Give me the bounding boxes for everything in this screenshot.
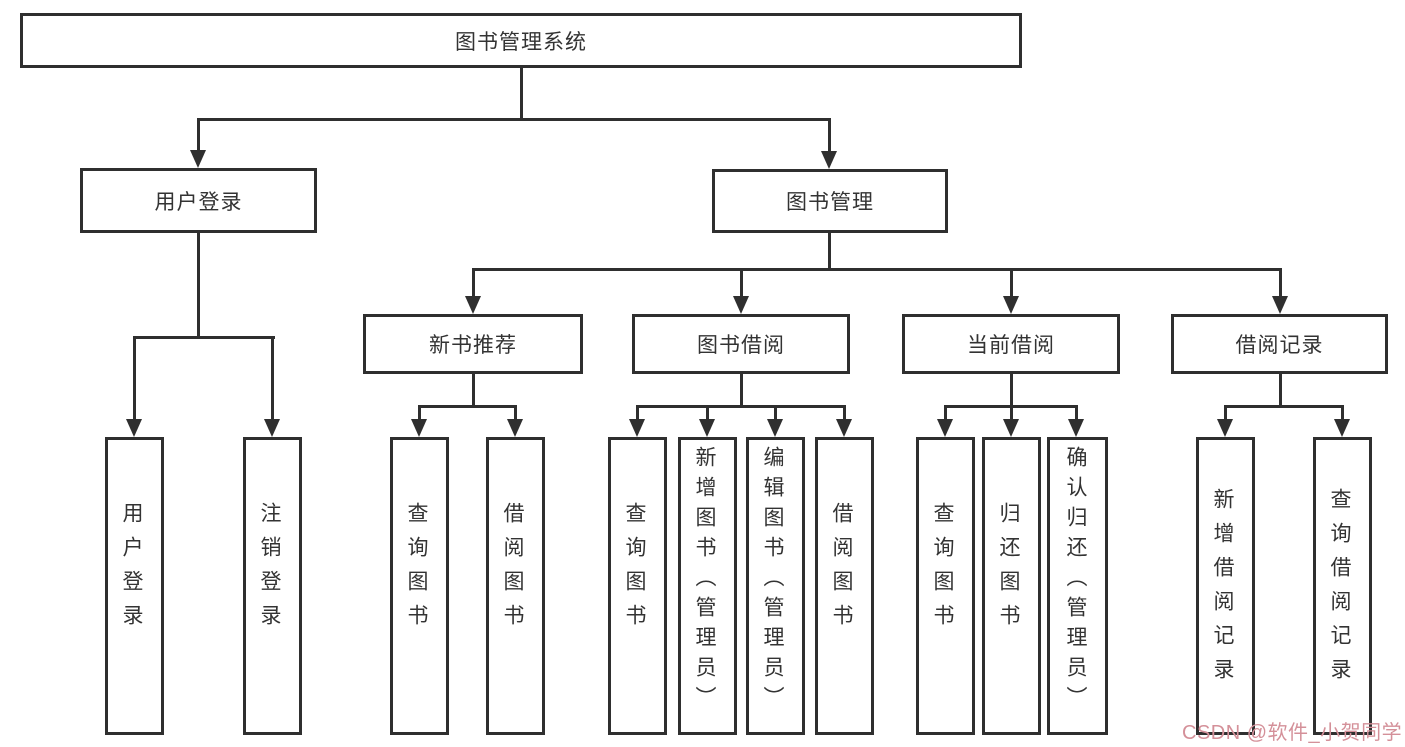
arrow-down-icon [1272, 296, 1288, 314]
node-user-login-label: 用户登录 [154, 190, 243, 214]
arrow-down-icon [733, 296, 749, 314]
leaf-newrec-borrow-books-label: 借阅图书 [501, 502, 524, 638]
arrow-down-icon [821, 151, 837, 169]
leaf-current-return-books-label: 归还图书 [997, 502, 1020, 638]
connector-line [197, 118, 200, 150]
connector-line [706, 405, 709, 420]
arrow-down-icon [411, 419, 427, 437]
connector-line [774, 405, 777, 420]
arrow-down-icon [836, 419, 852, 437]
connector-line [133, 336, 136, 421]
arrow-down-icon [465, 296, 481, 314]
connector-line [1010, 374, 1013, 405]
connector-line [271, 336, 274, 421]
arrow-down-icon [264, 419, 280, 437]
arrow-down-icon [1068, 419, 1084, 437]
leaf-user-login-label: 用户登录 [120, 502, 143, 638]
connector-line [828, 118, 831, 151]
node-current-borrowing: 当前借阅 [902, 314, 1120, 374]
leaf-current-confirm-return-label: 确认归还（管理员） [1064, 446, 1087, 716]
connector-line [514, 405, 517, 420]
connector-line [133, 336, 275, 339]
connector-line [1224, 405, 1227, 420]
connector-line [472, 268, 1282, 271]
node-new-book-recommend-label: 新书推荐 [429, 334, 517, 357]
connector-line [418, 405, 517, 408]
leaf-user-login: 用户登录 [105, 437, 164, 735]
connector-line [1010, 405, 1013, 420]
node-book-management-label: 图书管理 [786, 191, 874, 214]
watermark: CSDN @软件_小贺同学 [1182, 722, 1403, 744]
arrow-down-icon [699, 419, 715, 437]
leaf-logout-label: 注销登录 [258, 502, 281, 638]
connector-line [1341, 405, 1344, 420]
arrow-down-icon [1003, 296, 1019, 314]
connector-line [197, 118, 831, 121]
leaf-borrowing-edit-books: 编辑图书（管理员） [746, 437, 805, 735]
arrow-down-icon [629, 419, 645, 437]
connector-line [1279, 374, 1282, 405]
leaf-borrowing-add-books-label: 新增图书（管理员） [693, 446, 716, 716]
arrow-down-icon [937, 419, 953, 437]
leaf-borrowing-edit-books-label: 编辑图书（管理员） [761, 446, 784, 716]
arrow-down-icon [1217, 419, 1233, 437]
connector-line [1010, 268, 1013, 296]
connector-line [1279, 268, 1282, 296]
node-new-book-recommend: 新书推荐 [363, 314, 583, 374]
node-book-management: 图书管理 [712, 169, 948, 233]
leaf-current-return-books: 归还图书 [982, 437, 1041, 735]
node-book-borrowing-label: 图书借阅 [697, 334, 785, 357]
leaf-logout: 注销登录 [243, 437, 302, 735]
node-book-borrowing: 图书借阅 [632, 314, 850, 374]
node-current-borrowing-label: 当前借阅 [967, 334, 1055, 357]
leaf-records-add-record: 新增借阅记录 [1196, 437, 1255, 735]
leaf-borrowing-query-books-label: 查询图书 [623, 502, 646, 638]
arrow-down-icon [767, 419, 783, 437]
leaf-records-query-record: 查询借阅记录 [1313, 437, 1372, 735]
connector-line [843, 405, 846, 420]
leaf-current-query-books-label: 查询图书 [931, 502, 954, 638]
arrow-down-icon [190, 150, 206, 168]
arrow-down-icon [1003, 419, 1019, 437]
connector-line [520, 68, 523, 118]
leaf-current-confirm-return: 确认归还（管理员） [1047, 437, 1108, 735]
connector-line [740, 268, 743, 296]
leaf-current-query-books: 查询图书 [916, 437, 975, 735]
leaf-borrowing-query-books: 查询图书 [608, 437, 667, 735]
leaf-records-query-record-label: 查询借阅记录 [1328, 488, 1351, 692]
connector-line [1075, 405, 1078, 420]
connector-line [418, 405, 421, 420]
node-borrowing-records-label: 借阅记录 [1235, 334, 1324, 357]
connector-line [472, 268, 475, 296]
node-user-login: 用户登录 [80, 168, 317, 233]
leaf-borrowing-borrow-books: 借阅图书 [815, 437, 874, 735]
leaf-newrec-borrow-books: 借阅图书 [486, 437, 545, 735]
connector-line [636, 405, 639, 420]
arrow-down-icon [126, 419, 142, 437]
connector-line [636, 405, 846, 408]
node-borrowing-records: 借阅记录 [1171, 314, 1388, 374]
leaf-borrowing-borrow-books-label: 借阅图书 [830, 502, 853, 638]
leaf-records-add-record-label: 新增借阅记录 [1211, 488, 1234, 692]
node-root-label: 图书管理系统 [455, 30, 587, 54]
connector-line [472, 374, 475, 405]
connector-line [197, 233, 200, 336]
connector-line [1224, 405, 1344, 408]
arrow-down-icon [507, 419, 523, 437]
node-root: 图书管理系统 [20, 13, 1022, 68]
connector-line [740, 374, 743, 405]
leaf-newrec-query-books-label: 查询图书 [405, 502, 428, 638]
leaf-borrowing-add-books: 新增图书（管理员） [678, 437, 737, 735]
leaf-newrec-query-books: 查询图书 [390, 437, 449, 735]
connector-line [944, 405, 947, 420]
arrow-down-icon [1334, 419, 1350, 437]
connector-line [828, 233, 831, 268]
